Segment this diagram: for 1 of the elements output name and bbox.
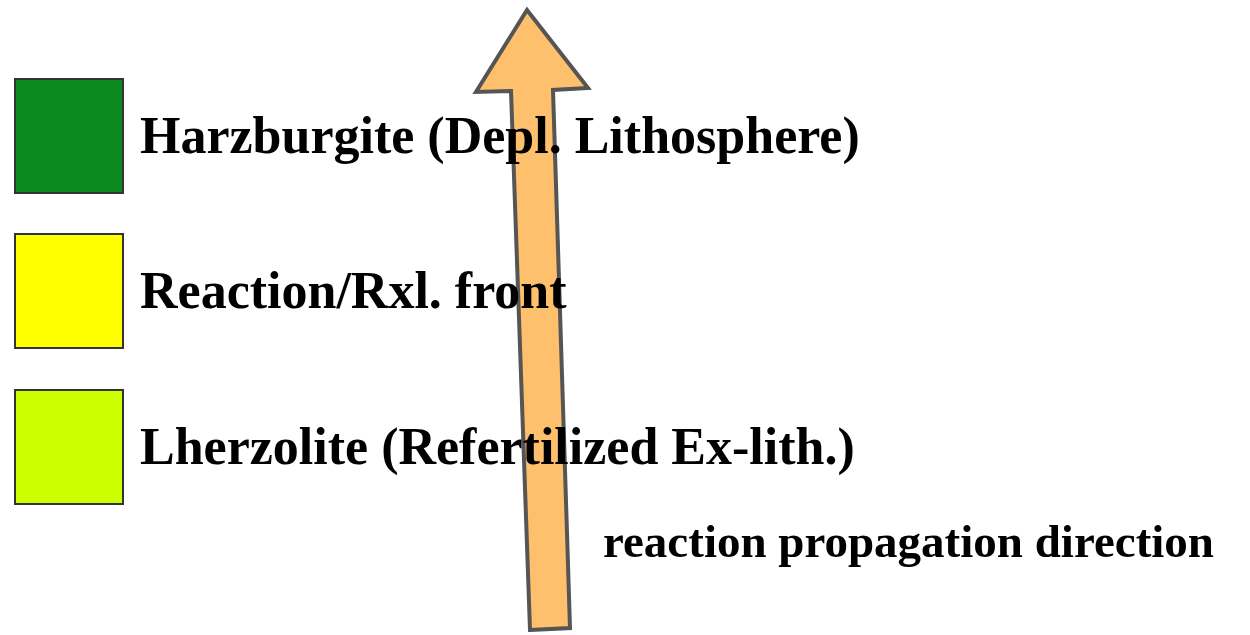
- arrow-caption: reaction propagation direction: [603, 514, 1215, 569]
